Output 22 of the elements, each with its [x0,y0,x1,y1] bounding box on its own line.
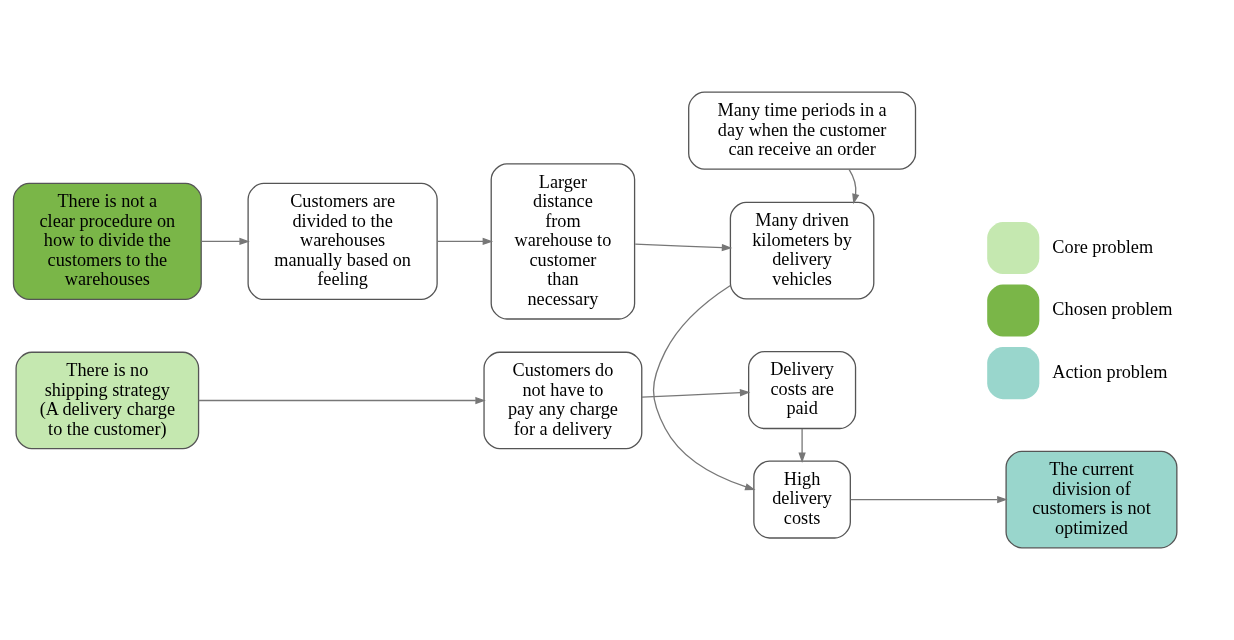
arrow [850,495,1008,504]
node-box: High delivery costs [753,460,851,539]
node-box: Larger distance from warehouse to customer than necessary [490,163,636,320]
node-box: Customers are divided to the warehouses manually based on feeling [247,182,438,301]
arrow [641,389,751,398]
legend-label: Chosen problem [1052,299,1173,320]
node-box: Customers do not have to pay any charge for a delivery [483,351,643,450]
arrow [652,284,756,491]
node-box: There is not a clear procedure on how to divide the customers to the warehouses [12,182,202,301]
node-box: Many driven kilometers by delivery vehicles [729,201,875,300]
legend-label: Core problem [1052,236,1154,257]
node-box: Delivery costs are paid [748,350,857,430]
arrow [200,237,250,246]
arrow [798,428,806,464]
arrow [848,168,860,205]
arrow [198,396,486,405]
legend-label: Action problem [1052,361,1168,382]
arrow [634,243,733,252]
node-box: The current division of customers is not optimized [1005,450,1178,549]
node-box: There is no shipping strategy (A delivery charge to the customer) [15,351,200,450]
arrow [436,237,494,246]
node-box: Many time periods in a day when the customer can receive an order [688,91,917,170]
